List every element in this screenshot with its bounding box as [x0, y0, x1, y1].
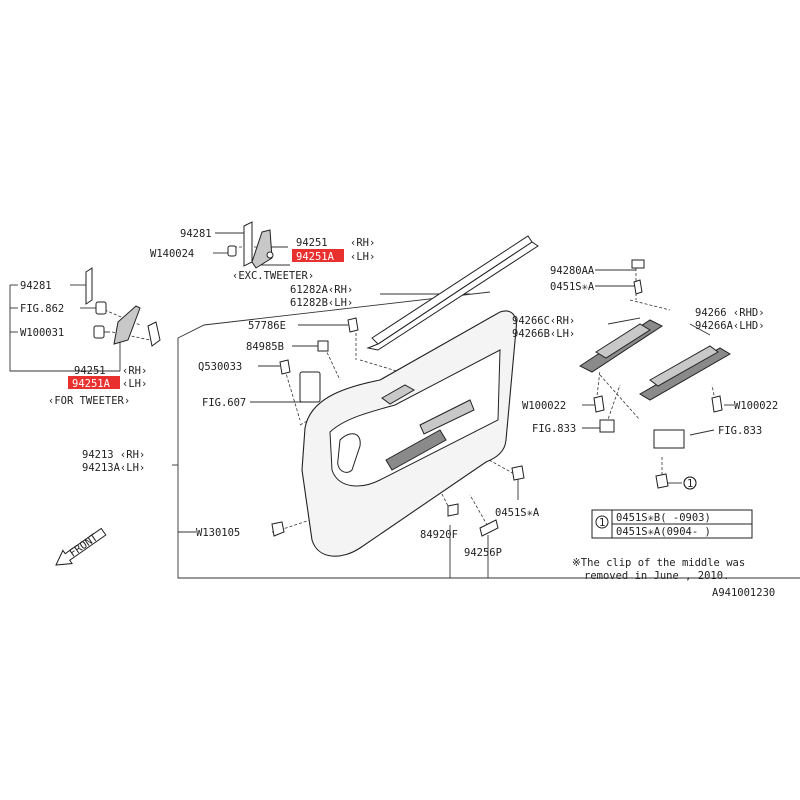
leader-lines [9, 232, 800, 579]
label-94266A-lhd: 94266A‹LHD› [695, 320, 765, 332]
tweeter-bracket-top [227, 221, 274, 269]
callout-circle [683, 476, 697, 490]
tweeter-bracket-left [85, 267, 161, 347]
label-fig862: FIG.862 [20, 303, 64, 315]
label-94266C: 94266C‹RH› [512, 315, 575, 327]
highlight-94251A-top [292, 249, 344, 262]
label-w100031: W100031 [20, 327, 64, 339]
label-94213A-lh: 94213A‹LH› [82, 462, 145, 474]
table-row-1: 0451S✳B( -0903) [616, 512, 711, 524]
door-trim-panel [301, 310, 517, 557]
label-w100022-right: W100022 [734, 400, 778, 412]
label-94281-left: 94281 [20, 280, 52, 292]
diagram-id: A941001230 [712, 587, 775, 599]
label-94251-top: 94251 [296, 237, 328, 249]
label-94280AA: 94280AA [550, 265, 595, 277]
note: ※The clip of the middle was removed in J… [572, 557, 745, 582]
front-label: FRONT [67, 531, 100, 559]
label-94256P: 94256P [464, 547, 502, 559]
table-row-2: 0451S✳A(0904- ) [616, 526, 711, 538]
callout-number: 1 [687, 478, 693, 490]
label-w140024: W140024 [150, 248, 194, 260]
label-exc-tweeter: ‹EXC.TWEETER› [232, 270, 314, 282]
label-84920F: 84920F [420, 529, 458, 541]
label-q530033: Q530033 [198, 361, 242, 373]
part-labels: 94281 W140024 94251 ‹RH› 94251A ‹LH› ‹EX… [20, 228, 778, 559]
label-lh-left: ‹LH› [122, 378, 147, 390]
label-94266B: 94266B‹LH› [512, 328, 575, 340]
label-94281-top: 94281 [180, 228, 212, 240]
label-rh-top: ‹RH› [350, 237, 375, 249]
label-fig833-left: FIG.833 [532, 423, 576, 435]
label-94251-left: 94251 [74, 365, 106, 377]
label-94251A-left: 94251A [72, 378, 111, 390]
bolt-variant-table: 1 0451S✳B( -0903) 0451S✳A(0904- ) [591, 509, 753, 539]
label-94213-rh: 94213 ‹RH› [82, 449, 145, 461]
label-fig607: FIG.607 [202, 397, 246, 409]
label-94251A-top: 94251A [296, 251, 335, 263]
label-61282A: 61282A‹RH› [290, 284, 353, 296]
label-57786E: 57786E [248, 320, 286, 332]
label-rh-left: ‹RH› [122, 365, 147, 377]
label-94266-rhd: 94266 ‹RHD› [695, 307, 765, 319]
label-84985B: 84985B [246, 341, 284, 353]
highlight-94251A-left [68, 376, 120, 389]
label-fig833-right: FIG.833 [718, 425, 762, 437]
note-line-2: removed in June , 2010. [584, 570, 729, 582]
note-line-1: ※The clip of the middle was [572, 557, 745, 569]
label-w100022-left: W100022 [522, 400, 566, 412]
table-callout-number: 1 [599, 517, 605, 529]
label-0451SA-top: 0451S✳A [550, 281, 595, 293]
window-switch-assemblies [578, 259, 731, 490]
label-0451SA-mid: 0451S✳A [495, 507, 540, 519]
small-clips [271, 317, 525, 537]
label-lh-top: ‹LH› [350, 251, 375, 263]
weatherstrip-61282 [366, 235, 539, 351]
label-61282B: 61282B‹LH› [290, 297, 353, 309]
label-for-tweeter: ‹FOR TWEETER› [48, 395, 130, 407]
label-w130105: W130105 [196, 527, 240, 539]
front-arrow-icon: FRONT [55, 527, 107, 566]
